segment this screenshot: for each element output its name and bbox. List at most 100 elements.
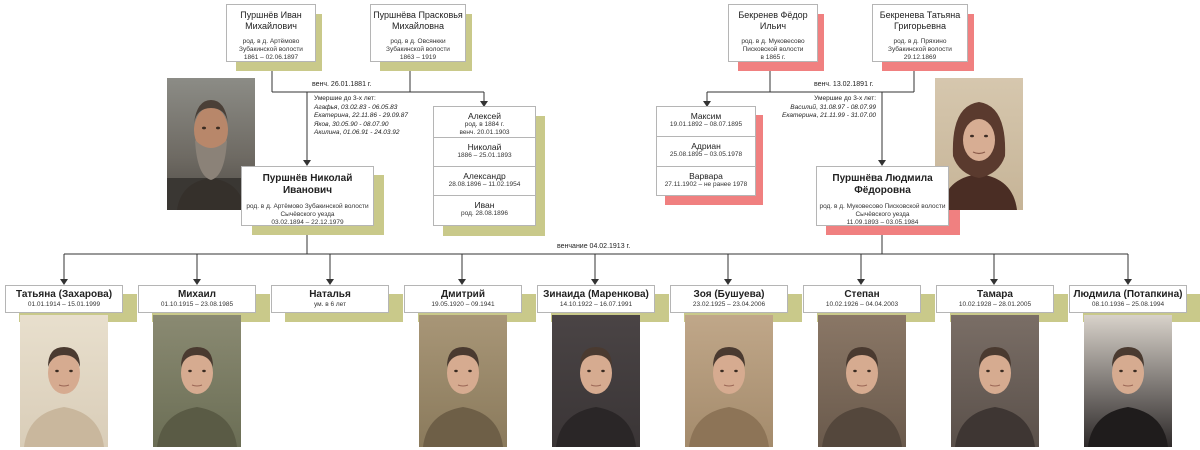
portrait-icon [955, 347, 1035, 447]
person-dates: 1861 – 02.06.1897 [243, 54, 299, 61]
person-dates: 11.09.1893 – 03.05.1984 [846, 219, 919, 226]
person-name: Пуршнёва Прасковья Михайловна [373, 10, 463, 31]
person-birthplace: род. в д. Пряхино [893, 38, 947, 45]
person-card-praskovya[interactable]: Пуршнёва Прасковья Михайловна род. в д. … [370, 4, 466, 62]
sibling-name: Варвара [689, 171, 723, 181]
child-dates: 19.05.1920 – 09.1941 [431, 301, 495, 308]
portrait-woman-headscarf-icon [941, 102, 1017, 210]
child-dates: 10.02.1926 – 04.04.2003 [825, 301, 899, 308]
sibling-item[interactable]: Варвара 27.11.1902 – не ранее 1978 [657, 167, 755, 195]
child-card[interactable]: Людмила (Потапкина)08.10.1936 – 25.08.19… [1069, 285, 1187, 313]
person-birthplace: род. в д. Овсянкки [390, 38, 446, 45]
died-item: Екатерина, 21.11.99 - 31.07.00 [781, 112, 876, 119]
person-region: Сычёвского уезда [280, 211, 335, 218]
person-dates: 03.02.1894 – 22.12.1979 [271, 219, 344, 226]
person-birthplace: род. в д. Артёмово Зубакинской волости [246, 203, 369, 210]
portrait-icon [689, 347, 769, 447]
child-dates: 01.01.1914 – 15.01.1999 [27, 301, 101, 308]
sibling-name: Алексей [468, 111, 501, 121]
sibling-dates: венч. 20.01.1903 [459, 128, 510, 136]
died-item: Яков, 30.05.90 - 08.07.90 [314, 120, 389, 128]
sibling-name: Иван [474, 200, 495, 210]
person-region: Зубакинской волости [239, 46, 303, 53]
child-card[interactable]: Зинаида (Маренкова)14.10.1922 – 16.07.19… [537, 285, 655, 313]
portrait-icon [423, 347, 503, 447]
child-name: Татьяна (Захарова) [15, 289, 113, 300]
photo-lyudmila [935, 78, 1023, 210]
sibling-dates: род. 28.08.1896 [460, 210, 509, 217]
child-photo [951, 315, 1039, 447]
sibling-dates: 27.11.1902 – не ранее 1978 [664, 181, 748, 188]
person-birthplace: род. в д. Муковесово Писковской волости [819, 203, 946, 210]
child-card[interactable]: Татьяна (Захарова)01.01.1914 – 15.01.199… [5, 285, 123, 313]
sibling-dates: 19.01.1892 – 08.07.1895 [669, 121, 743, 128]
person-dates: в 1865 г. [760, 54, 786, 61]
photo-nikolay [167, 78, 255, 210]
child-photo [818, 315, 906, 447]
sibling-item[interactable]: Алексей род. в 1884 г. венч. 20.01.1903 [434, 107, 535, 138]
died-item: Агафья, 03.02.83 - 06.05.83 [314, 103, 398, 111]
sibling-item[interactable]: Адриан 25.08.1895 – 03.05.1978 [657, 137, 755, 167]
died-item: Акилина, 01.06.91 - 24.03.92 [314, 129, 400, 136]
child-dates: 08.10.1936 – 25.08.1994 [1091, 301, 1165, 308]
died-item: Екатерина, 22.11.86 - 29.09.87 [314, 112, 409, 119]
child-dates: 01.10.1915 – 23.08.1985 [160, 301, 234, 308]
person-region: Зубакинской волости [386, 46, 450, 53]
person-card-nikolay[interactable]: Пуршнёв Николай Иванович род. в д. Артём… [241, 166, 374, 226]
portrait-icon [24, 347, 104, 447]
sibling-name: Адриан [691, 141, 721, 151]
sibling-item[interactable]: Максим 19.01.1892 – 08.07.1895 [657, 107, 755, 137]
died-young-right: Умершие до 3-х лет: Василий, 31.08.97 - … [781, 95, 876, 121]
portrait-icon [822, 347, 902, 447]
child-dates: 10.02.1928 – 28.01.2005 [958, 301, 1032, 308]
child-photo [685, 315, 773, 447]
sibling-dates: род. в 1884 г. [464, 121, 505, 128]
person-birthplace: род. в д. Муковесово [741, 38, 805, 45]
sibling-dates: 25.08.1895 – 03.05.1978 [669, 151, 743, 158]
portrait-man-beard-icon [167, 100, 255, 210]
person-region: Сычёвского уезда [855, 211, 910, 218]
died-title: Умершие до 3-х лет: [814, 95, 876, 102]
person-birthplace: род. в д. Артёмово [242, 38, 300, 45]
child-name: Зинаида (Маренкова) [543, 289, 649, 300]
sibling-dates: 28.08.1896 – 11.02.1954 [448, 181, 521, 188]
sibling-item[interactable]: Николай 1886 – 25.01.1893 [434, 138, 535, 167]
siblings-list-left: Алексей род. в 1884 г. венч. 20.01.1903 … [433, 106, 536, 226]
person-region: Писковской волости [742, 46, 804, 53]
child-photo [419, 315, 507, 447]
sibling-item[interactable]: Иван род. 28.08.1896 [434, 196, 535, 225]
died-young-left: Умершие до 3-х лет: Агафья, 03.02.83 - 0… [314, 95, 408, 138]
child-name: Зоя (Бушуева) [693, 289, 765, 300]
person-card-ivan[interactable]: Пуршнёв Иван Михайлович род. в д. Артёмо… [226, 4, 316, 62]
child-name: Наталья [309, 289, 351, 300]
sibling-dates: 1886 – 25.01.1893 [457, 152, 512, 159]
child-name: Дмитрий [441, 289, 485, 300]
sibling-item[interactable]: Александр 28.08.1896 – 11.02.1954 [434, 167, 535, 196]
person-card-fedor[interactable]: Бекренев Фёдор Ильич род. в д. Муковесов… [728, 4, 818, 62]
person-card-tatyana[interactable]: Бекренева Татьяна Григорьевна род. в д. … [872, 4, 968, 62]
person-card-lyudmila[interactable]: Пуршнёва Людмила Фёдоровна род. в д. Мук… [816, 166, 949, 226]
child-photo [20, 315, 108, 447]
person-name: Пуршнёва Людмила Фёдоровна [832, 173, 933, 196]
sibling-name: Максим [690, 111, 722, 121]
child-photo [552, 315, 640, 447]
sibling-name: Александр [463, 171, 506, 181]
child-name: Тамара [977, 289, 1013, 300]
person-name: Бекренева Татьяна Григорьевна [879, 10, 961, 31]
person-name: Пуршнёв Иван Михайлович [240, 10, 302, 31]
child-name: Людмила (Потапкина) [1073, 289, 1183, 300]
portrait-icon [1088, 347, 1168, 447]
child-photo [153, 315, 241, 447]
child-card[interactable]: Зоя (Бушуева)23.02.1925 – 23.04.2006 [670, 285, 788, 313]
child-dates: 14.10.1922 – 16.07.1991 [559, 301, 633, 308]
died-title: Умершие до 3-х лет: [314, 95, 376, 102]
child-dates: ум. в 6 лет [313, 301, 347, 308]
person-dates: 1863 – 1919 [399, 54, 437, 61]
child-name: Михаил [177, 289, 217, 300]
sibling-name: Николай [467, 142, 502, 152]
